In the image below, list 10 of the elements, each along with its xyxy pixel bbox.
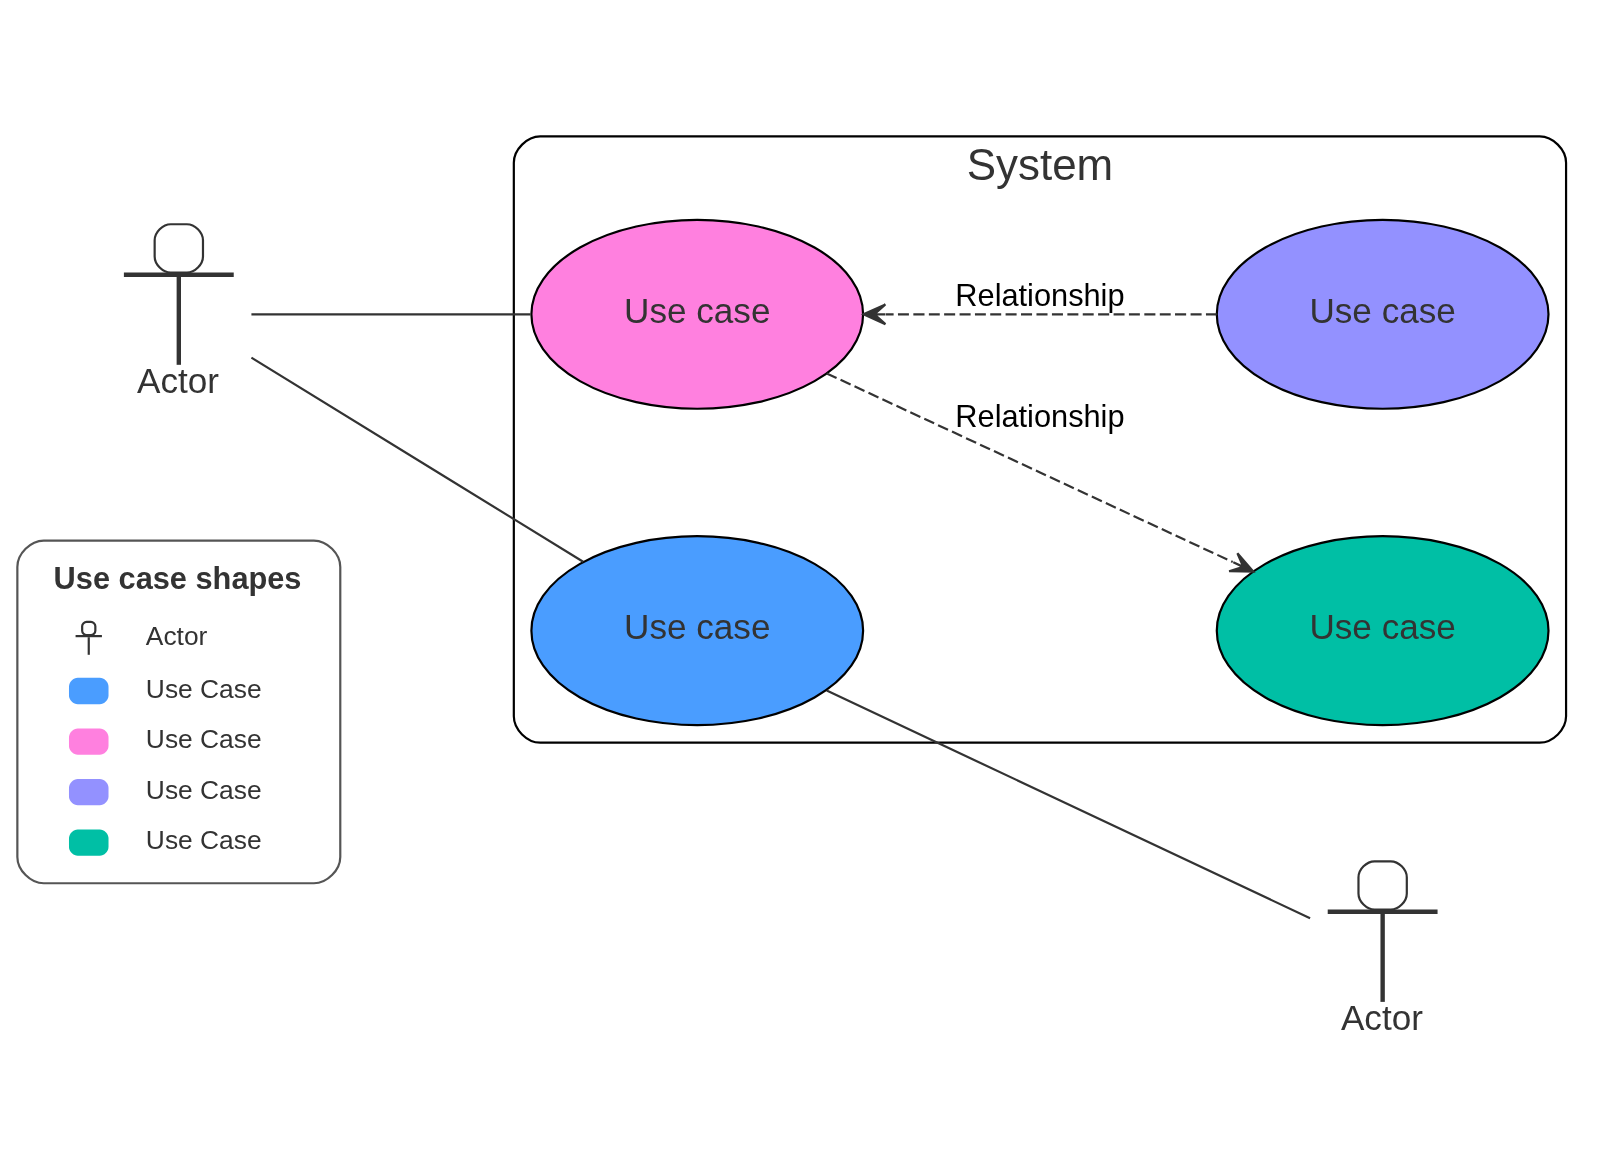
legend-label: Use Case [145,673,262,704]
edge-label: Relationship [955,398,1125,434]
legend-label: Actor [145,621,208,652]
legend-label: Use Case [145,774,262,805]
legend-label: Use Case [145,724,262,755]
node-label: Actor [1340,998,1423,1037]
edge-label: Relationship [955,277,1125,313]
legend-label: Use Case [145,825,262,856]
label: Use case shapes [53,561,302,597]
node-label: Actor [137,360,220,400]
